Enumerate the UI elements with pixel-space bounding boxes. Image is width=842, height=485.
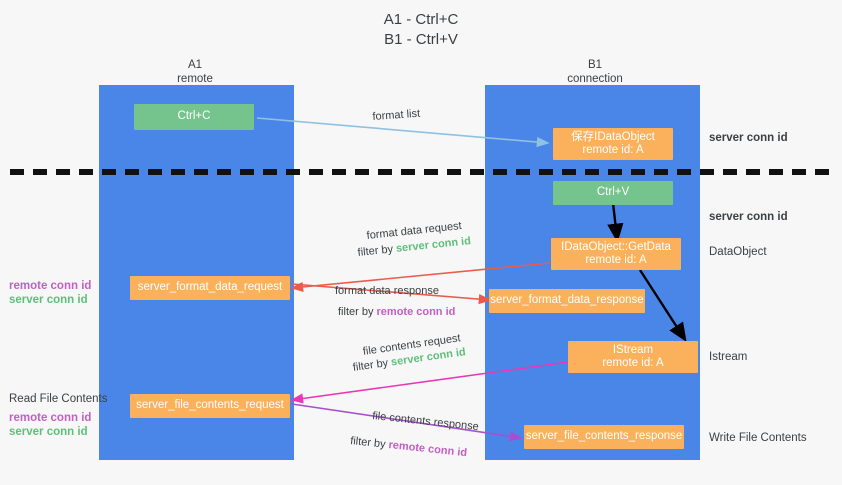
node-server-format-data-request[interactable]: server_format_data_request	[130, 276, 290, 300]
filter-prefix: filter by	[349, 434, 390, 451]
node-server-file-contents-response[interactable]: server_file_contents_response	[524, 425, 684, 449]
left-label-server-conn-id-1: server conn id	[9, 294, 88, 306]
column-header-b1-name: B1	[587, 59, 603, 71]
node-idataobject-line1: 保存IDataObject	[571, 130, 655, 143]
flow-label-format-data-response: format data response	[335, 285, 439, 297]
filter-value-remote-conn-id: remote conn id	[387, 439, 468, 460]
left-label-server-conn-id-2: server conn id	[9, 426, 88, 438]
node-server-format-data-response[interactable]: server_format_data_response	[489, 289, 645, 313]
node-getdata-line1: IDataObject::GetData	[561, 240, 671, 253]
right-label-server-conn-id-1: server conn id	[709, 132, 788, 144]
right-label-istream: Istream	[709, 351, 748, 363]
flow-label-file-contents-response: file contents response	[371, 409, 480, 434]
node-istream[interactable]: IStream remote id: A	[568, 341, 698, 373]
filter-prefix: filter by	[352, 356, 392, 374]
flow-label-format-list: format list	[372, 107, 421, 123]
left-label-remote-conn-id-1: remote conn id	[9, 280, 92, 292]
left-label-read-file-contents: Read File Contents	[9, 393, 108, 405]
node-idataobject-line2: remote id: A	[582, 144, 644, 156]
node-ctrl-v[interactable]: Ctrl+V	[553, 181, 673, 205]
node-istream-line2: remote id: A	[602, 357, 664, 369]
column-header-a1-sub: remote	[177, 73, 213, 85]
page-title: A1 - Ctrl+C B1 - Ctrl+V	[0, 10, 842, 50]
column-header-a1: A1 remote	[135, 58, 255, 86]
filter-prefix: filter by	[338, 306, 377, 318]
column-header-a1-name: A1	[187, 59, 203, 71]
filter-prefix: filter by	[357, 242, 397, 259]
node-getdata-line2: remote id: A	[585, 254, 647, 266]
right-label-dataobject: DataObject	[709, 246, 767, 258]
right-label-write-file-contents: Write File Contents	[709, 432, 807, 444]
left-label-remote-conn-id-2: remote conn id	[9, 412, 92, 424]
node-idataobject[interactable]: 保存IDataObject remote id: A	[553, 128, 673, 160]
node-istream-line1: IStream	[612, 343, 654, 356]
flow-label-file-contents-response-filter: filter by remote conn id	[350, 434, 468, 460]
right-label-server-conn-id-2: server conn id	[709, 211, 788, 223]
title-line-1: A1 - Ctrl+C	[383, 11, 459, 28]
column-header-b1-sub: connection	[567, 73, 623, 85]
title-line-2: B1 - Ctrl+V	[384, 31, 458, 48]
column-header-b1: B1 connection	[535, 58, 655, 86]
node-idataobject-getdata[interactable]: IDataObject::GetData remote id: A	[551, 238, 681, 270]
node-server-file-contents-request[interactable]: server_file_contents_request	[130, 394, 290, 418]
flow-label-format-data-response-filter: filter by remote conn id	[338, 305, 455, 319]
filter-value-remote-conn-id: remote conn id	[376, 306, 456, 318]
node-ctrl-c[interactable]: Ctrl+C	[134, 104, 254, 130]
